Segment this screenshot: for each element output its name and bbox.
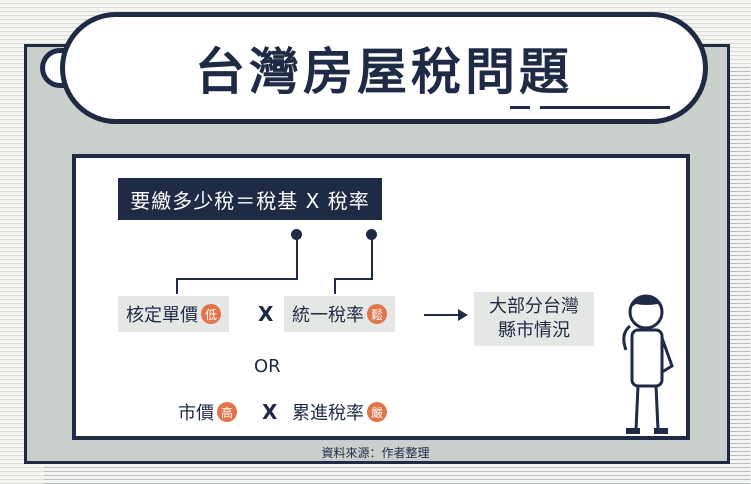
result-line2: 縣市情況 <box>498 320 570 341</box>
connector-rate-drop <box>334 278 336 294</box>
progressive-rate-label: 累進稅率 <box>292 403 364 424</box>
low-badge: 低 <box>201 304 221 324</box>
multiply-sign: X <box>258 302 274 326</box>
connector-rate-horizontal <box>334 278 373 280</box>
title-underline-short <box>510 106 530 109</box>
person-thinking-icon <box>622 294 674 434</box>
multiply-sign-2: X <box>262 400 278 424</box>
progressive-rate-chip: 累進稅率 嚴 <box>284 394 395 430</box>
connector-base-vertical <box>296 234 298 280</box>
arrow-head-icon <box>458 309 468 321</box>
connector-base-drop <box>176 278 178 294</box>
title-underline-long <box>540 106 670 109</box>
connector-base-horizontal <box>176 278 298 280</box>
arrow-line <box>424 314 462 316</box>
flat-rate-chip: 統一稅率 鬆 <box>284 296 395 332</box>
connector-rate-vertical <box>371 234 373 280</box>
market-price-label: 市價 <box>178 403 214 424</box>
result-line1: 大部分台灣 <box>489 296 579 317</box>
market-price-chip: 市價 高 <box>170 394 245 430</box>
or-label: OR <box>254 356 281 377</box>
result-box: 大部分台灣 縣市情況 <box>474 292 594 346</box>
formula-box: 要繳多少稅＝稅基 X 稅率 <box>118 178 382 220</box>
assessed-price-label: 核定單價 <box>126 305 198 326</box>
source-note: 資料來源：作者整理 <box>321 446 430 460</box>
page-title: 台灣房屋稅問題 <box>195 43 573 101</box>
high-badge: 高 <box>217 402 237 422</box>
flat-rate-label: 統一稅率 <box>292 305 364 326</box>
loose-badge: 鬆 <box>367 304 387 324</box>
assessed-price-chip: 核定單價 低 <box>118 296 229 332</box>
strict-badge: 嚴 <box>367 402 387 422</box>
title-bubble <box>60 12 708 124</box>
